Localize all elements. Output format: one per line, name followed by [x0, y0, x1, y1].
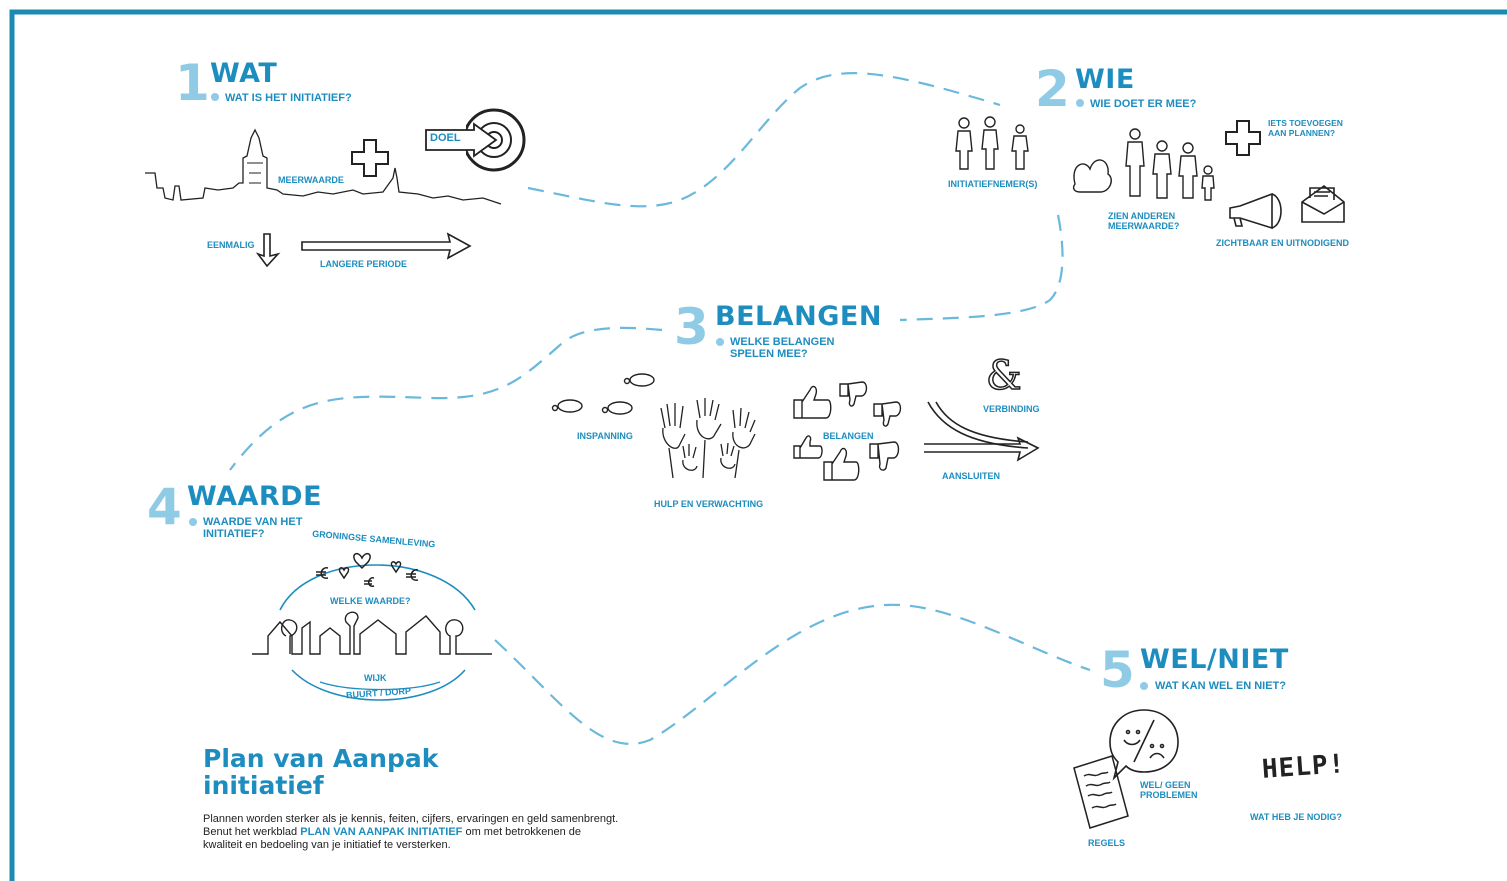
- wijk-label: WIJK: [364, 673, 387, 683]
- step-3-title: BELANGEN: [715, 301, 882, 332]
- step-1-dot: [211, 93, 219, 101]
- step-4-number: 4: [147, 478, 182, 536]
- step-3-number: 3: [674, 298, 709, 356]
- step-5-number: 5: [1100, 641, 1135, 699]
- step-2-dot: [1076, 99, 1084, 107]
- inspanning-label: INSPANNING: [577, 431, 633, 441]
- step-4-title: WAARDE: [187, 481, 323, 512]
- langere-periode-label: LANGERE PERIODE: [320, 259, 408, 269]
- envelope-icon: [1301, 184, 1345, 223]
- step-4-subtitle: WAARDE VAN HET INITIATIEF?: [203, 516, 303, 540]
- step-1-title: WAT: [210, 58, 278, 89]
- plus-icon: [351, 139, 389, 177]
- wat-heb-label: WAT HEB JE NODIG?: [1250, 812, 1342, 822]
- plan-body-highlight: PLAN VAN AANPAK INITIATIEF: [300, 826, 463, 838]
- step-5-subtitle: WAT KAN WEL EN NIET?: [1155, 680, 1286, 692]
- meerwaarde-label: MEERWAARDE: [278, 175, 344, 185]
- plan-body-start: Plannen worden sterker als je kennis, fe…: [203, 813, 619, 838]
- step-3-dot: [716, 338, 724, 346]
- thumbs-icon: [793, 381, 902, 481]
- rules-document-icon: [1073, 755, 1129, 829]
- aansluiten-label: AANSLUITEN: [942, 471, 1000, 481]
- help-lettering: HELP!: [1261, 749, 1347, 785]
- step-2-subtitle: WIE DOET ER MEE?: [1090, 98, 1197, 110]
- step-3-subtitle: WELKE BELANGEN SPELEN MEE?: [730, 336, 835, 360]
- hearts-euros-icon: [316, 552, 419, 587]
- speech-bubble-faces-icon: [1109, 709, 1179, 781]
- city-skyline-icon: [145, 128, 502, 205]
- merge-arrows-icon: [924, 401, 1040, 462]
- community-arcs-icon: [279, 564, 476, 701]
- plus-small-icon: [1225, 120, 1261, 156]
- plan-body: Plannen worden sterker als je kennis, fe…: [203, 813, 623, 852]
- ampersand-icon: &: [985, 353, 1022, 399]
- neighbourhood-houses-icon: [252, 611, 492, 655]
- step-4-dot: [189, 518, 197, 526]
- zichtbaar-label: ZICHTBAAR EN UITNODIGEND: [1216, 238, 1349, 248]
- footprints-icon: [551, 373, 655, 415]
- step-2-title: WIE: [1075, 64, 1135, 95]
- people-group-icon: [1072, 128, 1215, 201]
- doel-label: DOEL: [430, 132, 461, 144]
- plan-body-end: om met betrokkenen de kwaliteit en bedoe…: [203, 826, 582, 851]
- long-arrow-icon: [301, 232, 472, 260]
- regels-label: REGELS: [1088, 838, 1126, 848]
- megaphone-icon: [1229, 192, 1282, 230]
- belangen-label: BELANGEN: [823, 431, 874, 441]
- step-1-number: 1: [175, 54, 210, 112]
- initiators-icon: [955, 116, 1029, 170]
- zien-anderen-label: ZIEN ANDEREN MEERWAARDE?: [1108, 211, 1180, 231]
- step-1-subtitle: WAT IS HET INITIATIEF?: [225, 92, 352, 104]
- raised-hands-icon: [660, 398, 756, 479]
- step-2-number: 2: [1035, 60, 1070, 118]
- welke-waarde-label: WELKE WAARDE?: [330, 596, 411, 606]
- frame-border: [9, 9, 1507, 881]
- step-5-title: WEL/NIET: [1140, 644, 1289, 675]
- dashed-path: [229, 72, 1091, 746]
- wel-geen-label: WEL/ GEEN PROBLEMEN: [1140, 780, 1198, 800]
- eenmalig-label: EENMALIG: [207, 240, 255, 250]
- step-5-dot: [1140, 682, 1148, 690]
- initiatiefnemers-label: INITIATIEFNEMER(S): [948, 179, 1038, 189]
- hulp-label: HULP EN VERWACHTING: [654, 499, 764, 509]
- verbinding-label: VERBINDING: [983, 404, 1040, 414]
- iets-toevoegen-label: IETS TOEVOEGEN AAN PLANNEN?: [1268, 118, 1343, 138]
- down-arrow-icon: [255, 233, 281, 268]
- plan-title: Plan van Aanpak initiatief: [203, 744, 439, 800]
- doel-arrow-icon: [425, 122, 498, 158]
